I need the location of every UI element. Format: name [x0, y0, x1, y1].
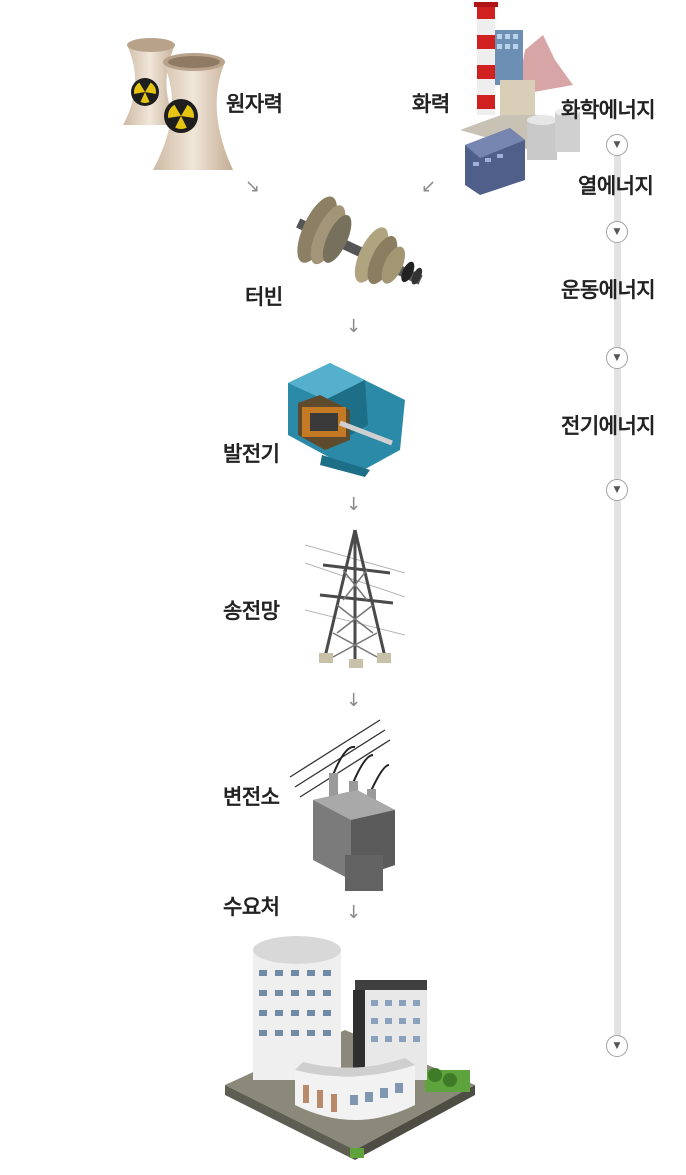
turbine-icon — [296, 196, 423, 285]
thermal-label: 화력 — [412, 92, 450, 116]
arrow-grid-to-substation: ↓ — [346, 690, 362, 711]
generator-label: 발전기 — [223, 442, 280, 466]
arrow-generator-to-grid: ↓ — [346, 494, 362, 515]
substation-transformer-icon — [289, 719, 395, 891]
chevron-down-icon: ▼ — [606, 347, 628, 369]
energy-label-electric: 전기에너지 — [561, 414, 656, 438]
energy-label-chemical: 화학에너지 — [561, 98, 656, 122]
grid-label: 송전망 — [223, 599, 280, 623]
thermal-power-plant-icon — [460, 2, 580, 195]
transmission-tower-icon — [305, 529, 406, 668]
city-buildings-icon — [225, 936, 475, 1160]
substation-label: 변전소 — [223, 785, 280, 809]
energy-label-kinetic: 운동에너지 — [561, 278, 656, 302]
chevron-down-icon: ▼ — [606, 221, 628, 243]
consumer-label: 수요처 — [223, 895, 280, 919]
chevron-down-icon: ▼ — [606, 134, 628, 156]
turbine-label: 터빈 — [245, 285, 283, 309]
arrow-turbine-to-generator: ↓ — [346, 316, 362, 337]
generator-icon — [288, 363, 405, 477]
energy-label-heat: 열에너지 — [578, 174, 654, 198]
energy-timeline-track — [614, 145, 621, 1045]
chevron-down-icon: ▼ — [606, 1035, 628, 1057]
nuclear-label: 원자력 — [226, 92, 283, 116]
nuclear-cooling-tower-icon — [123, 38, 233, 170]
chevron-down-icon: ▼ — [606, 479, 628, 501]
arrow-thermal-to-turbine: ↙ — [421, 176, 437, 197]
arrow-substation-to-consumer: ↓ — [346, 902, 362, 923]
arrow-nuclear-to-turbine: ↘ — [245, 176, 261, 197]
